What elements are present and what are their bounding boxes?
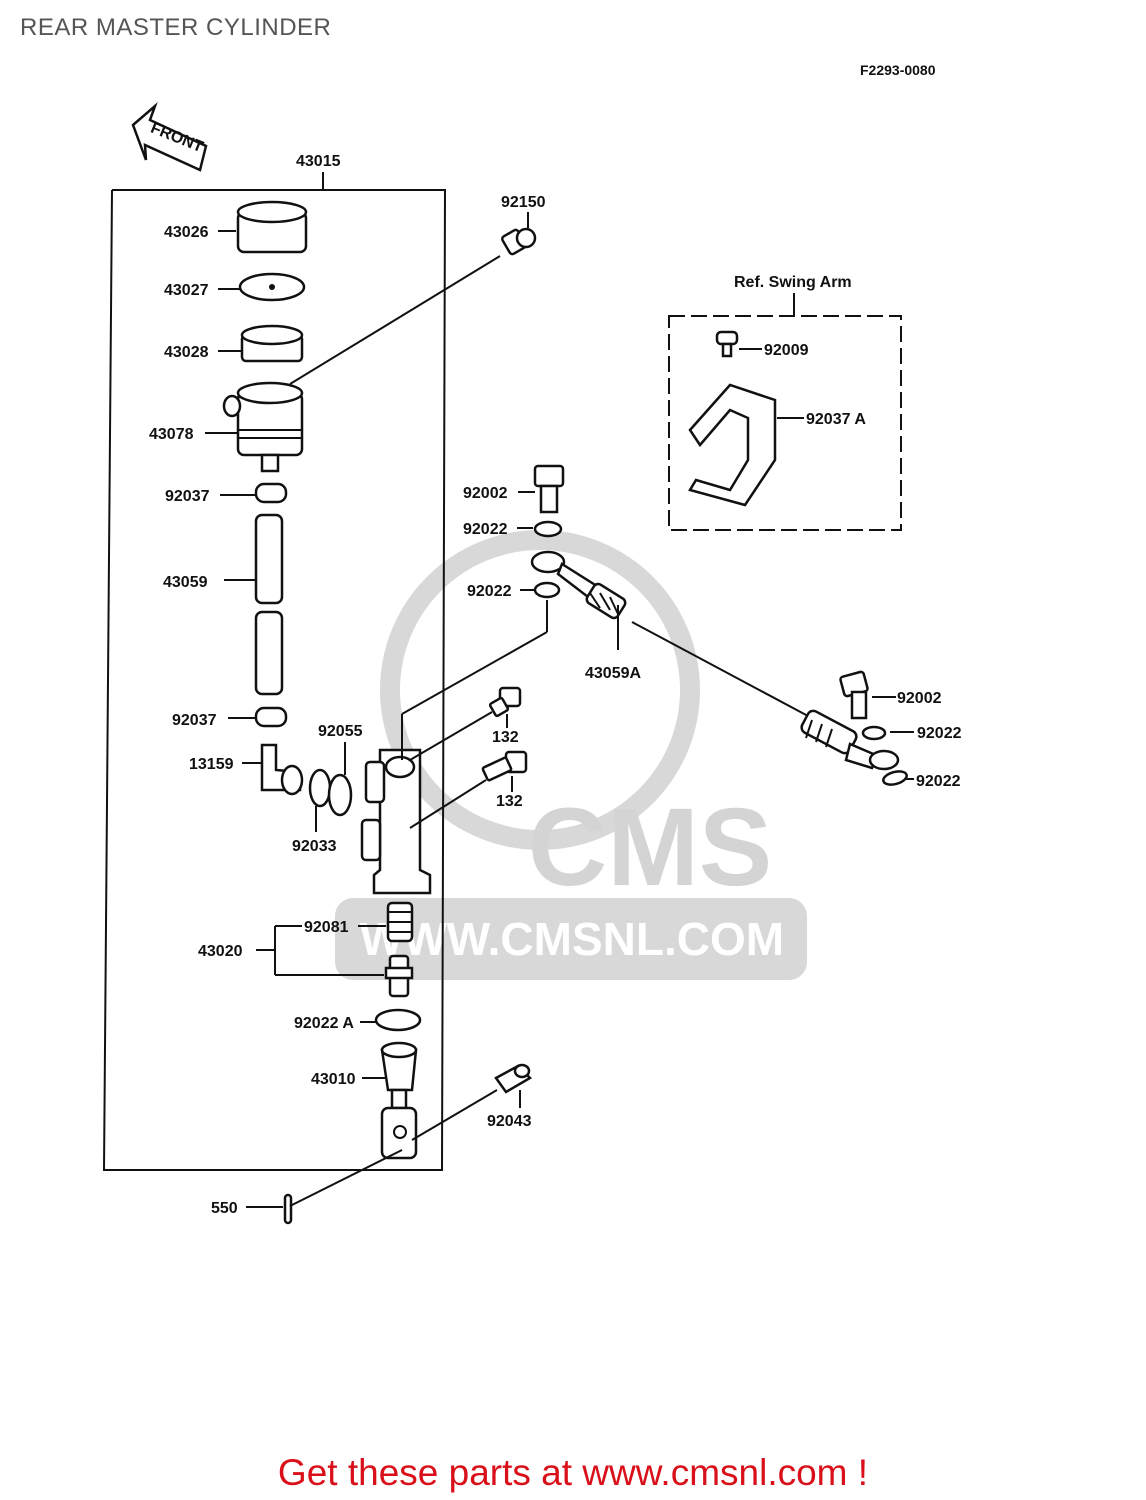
- label-92055: 92055: [318, 723, 363, 740]
- footer-promo-text: Get these parts at www.cmsnl.com !: [277, 1452, 869, 1493]
- label-92022-lower-2: 92022: [916, 773, 961, 790]
- part-92037-clamp-bottom: 92037: [172, 706, 288, 729]
- label-92022a: 92022 A: [294, 1015, 354, 1032]
- master-cylinder-body: [360, 748, 432, 895]
- part-13159-fitting: 13159: [189, 743, 304, 796]
- part-132-bolt-upper: 132: [409, 686, 522, 761]
- part-92055-o-ring: 92055: [318, 723, 363, 817]
- part-92022-washer-upper-1: 92022: [463, 520, 563, 538]
- label-92043: 92043: [487, 1113, 532, 1130]
- swing-arm-reference-box: Ref. Swing Arm 92009 92037 A: [668, 274, 902, 531]
- part-43078-reservoir: 43078: [149, 381, 304, 473]
- part-550-cotter-pin: 550: [211, 1149, 403, 1225]
- parts-diagram: CMS WWW.CMSNL.COM FRONT 43015 43026 4302…: [102, 101, 962, 1225]
- part-43026-cap: 43026: [164, 200, 308, 254]
- watermark-emblem: [380, 530, 700, 850]
- part-43059-hose: 43059: [163, 513, 284, 696]
- watermark-banner: [335, 898, 807, 980]
- part-92150-bolt: 92150: [289, 194, 546, 385]
- label-92022-upper-1: 92022: [463, 521, 508, 538]
- label-92033: 92033: [292, 838, 337, 855]
- label-92002-upper: 92002: [463, 485, 508, 502]
- part-43027-plate: 43027: [164, 272, 306, 302]
- label-92150: 92150: [501, 194, 546, 211]
- part-92022-washer-upper-2: 92022: [401, 581, 561, 760]
- label-132-upper: 132: [492, 729, 519, 746]
- hose-lower-end: [800, 709, 900, 771]
- label-43059: 43059: [163, 574, 208, 591]
- watermark-url: WWW.CMSNL.COM: [360, 913, 784, 965]
- part-132-bolt-lower: 132: [409, 750, 528, 829]
- push-rod-clevis: [380, 1088, 418, 1160]
- part-43010-boot: 43010: [311, 1041, 418, 1092]
- label-43028: 43028: [164, 344, 209, 361]
- label-43059a: 43059A: [585, 665, 641, 682]
- label-92022-lower-1: 92022: [917, 725, 962, 742]
- label-92081: 92081: [304, 919, 349, 936]
- watermark: CMS WWW.CMSNL.COM: [335, 530, 807, 980]
- group-label: 43015: [296, 153, 341, 170]
- part-92022-washer-lower-2: 92022: [882, 770, 961, 790]
- part-92022a-circlip: 92022 A: [294, 1008, 422, 1032]
- part-92002-banjo-bolt-lower: 92002: [839, 670, 942, 720]
- label-92002-lower: 92002: [897, 690, 942, 707]
- part-43020-piston-set: 92081 43020: [198, 901, 414, 998]
- label-92037-top: 92037: [165, 488, 210, 505]
- part-92002-banjo-bolt-upper: 92002: [463, 464, 565, 514]
- diagram-reference-code: F2293-0080: [860, 62, 936, 78]
- label-43078: 43078: [149, 426, 194, 443]
- label-92037-bottom: 92037: [172, 712, 217, 729]
- label-43010: 43010: [311, 1071, 356, 1088]
- label-43020: 43020: [198, 943, 243, 960]
- label-43027: 43027: [164, 282, 209, 299]
- label-13159: 13159: [189, 756, 234, 773]
- part-92037-clamp-top: 92037: [165, 482, 288, 505]
- label-92022-upper-2: 92022: [467, 583, 512, 600]
- part-43059a-brake-hose: 43059A: [530, 550, 809, 717]
- label-92009: 92009: [764, 342, 809, 359]
- part-43028-diaphragm: 43028: [164, 324, 304, 363]
- label-132-lower: 132: [496, 793, 523, 810]
- label-92037a: 92037 A: [806, 411, 866, 428]
- watermark-brand: CMS: [528, 786, 772, 909]
- part-92022-washer-lower-1: 92022: [861, 725, 962, 742]
- label-43026: 43026: [164, 224, 209, 241]
- swing-arm-label: Ref. Swing Arm: [734, 274, 852, 291]
- assembly-group-box: 43015: [102, 153, 447, 1171]
- front-arrow: FRONT: [131, 101, 208, 172]
- page-title: REAR MASTER CYLINDER: [20, 14, 332, 41]
- label-550: 550: [211, 1200, 238, 1217]
- part-92043-pin: 92043: [411, 1063, 533, 1141]
